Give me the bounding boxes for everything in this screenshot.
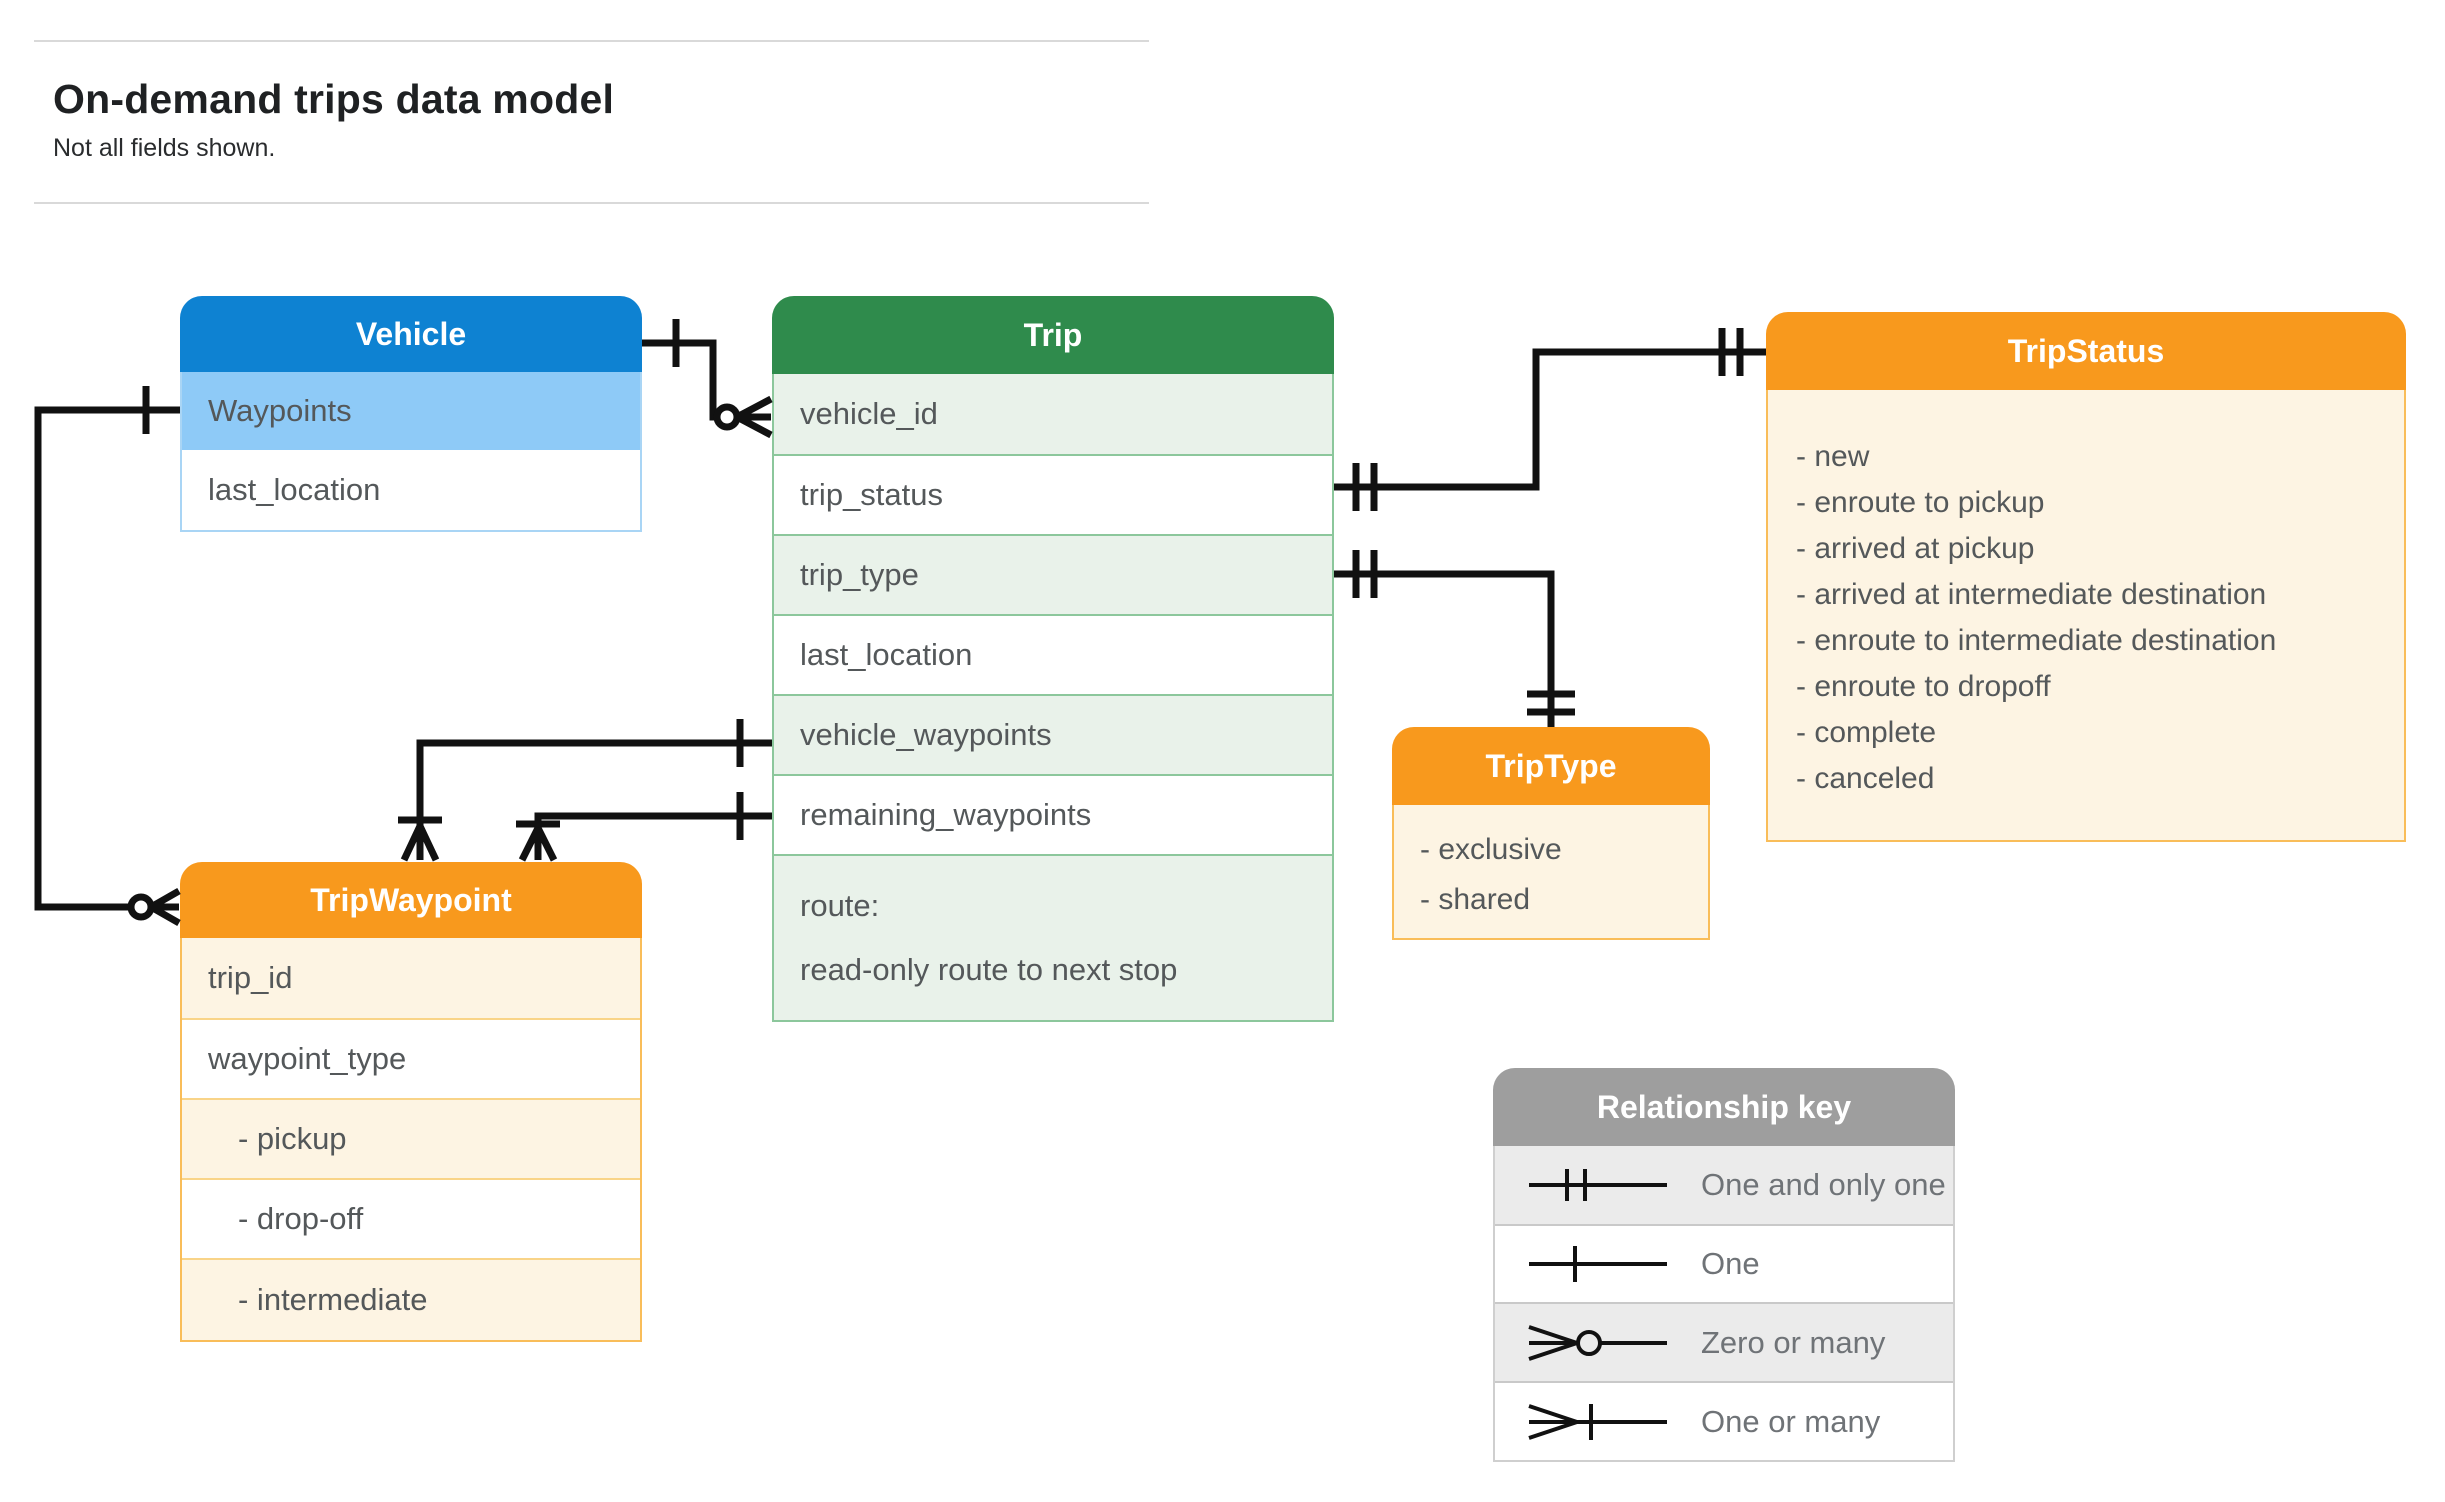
route-description: read-only route to next stop (800, 952, 1178, 987)
tripstatus-value: - arrived at pickup (1796, 532, 2035, 565)
value-row-drop-off: - drop-off (182, 1178, 640, 1258)
triptype-value: - exclusive (1420, 833, 1562, 866)
entity-trip: Trip vehicle_id trip_status trip_type la… (772, 296, 1334, 1022)
rel-trip-to-triptype (1334, 550, 1575, 727)
entity-tripstatus-body: - new - enroute to pickup - arrived at p… (1766, 390, 2406, 842)
triptype-value: - shared (1420, 883, 1531, 916)
field-row-trip-id: trip_id (182, 938, 640, 1018)
zero-or-many-symbol (1528, 1324, 1667, 1361)
field-row-trip-last-location: last_location (774, 614, 1332, 694)
tripstatus-value: - new (1796, 440, 1870, 473)
route-label: route: (800, 888, 880, 923)
field-row-vehicle-id: vehicle_id (774, 374, 1332, 454)
entity-trip-title: Trip (772, 296, 1334, 374)
field-row-waypoint-type: waypoint_type (182, 1018, 640, 1098)
legend-label: One and only one (1701, 1167, 1946, 1202)
rel-vehicle-to-trip (642, 319, 773, 439)
relationship-key: Relationship key One and only one One (1493, 1068, 1955, 1462)
tripstatus-value: - enroute to intermediate destination (1796, 624, 2277, 657)
bottom-rule (34, 202, 1149, 204)
entity-tripstatus: TripStatus - new - enroute to pickup - a… (1766, 312, 2406, 842)
entity-vehicle-body: Waypoints last_location (180, 372, 642, 532)
legend-row-one-and-only-one: One and only one (1495, 1146, 1953, 1224)
one-and-only-one-symbol (1529, 1169, 1667, 1201)
page-title: On-demand trips data model (53, 76, 615, 122)
rel-trip-remaining-waypoints-to-tripwaypoint (516, 792, 772, 862)
rel-trip-to-tripstatus (1334, 328, 1766, 511)
entity-tripwaypoint-body: trip_id waypoint_type - pickup - drop-of… (180, 938, 642, 1342)
entity-triptype-body: - exclusive - shared (1392, 805, 1710, 940)
field-row-vehicle-waypoints: vehicle_waypoints (774, 694, 1332, 774)
field-row-route: route: read-only route to next stop (774, 854, 1332, 1020)
field-row-waypoints: Waypoints (182, 372, 640, 450)
tripstatus-value: - arrived at intermediate destination (1796, 578, 2267, 611)
legend-label: One (1701, 1246, 1760, 1281)
relationship-key-title: Relationship key (1493, 1068, 1955, 1146)
field-row-trip-type: trip_type (774, 534, 1332, 614)
entity-tripwaypoint-title: TripWaypoint (180, 862, 642, 938)
entity-trip-body: vehicle_id trip_status trip_type last_lo… (772, 374, 1334, 1022)
page-subtitle: Not all fields shown. (53, 134, 276, 162)
top-rule (34, 40, 1149, 42)
one-symbol (1529, 1246, 1667, 1282)
tripstatus-value: - enroute to dropoff (1796, 670, 2051, 703)
tripstatus-value: - enroute to pickup (1796, 486, 2045, 519)
legend-row-one-or-many: One or many (1495, 1381, 1953, 1460)
entity-tripwaypoint: TripWaypoint trip_id waypoint_type - pic… (180, 862, 642, 1342)
tripstatus-value: - complete (1796, 716, 1937, 749)
legend-row-zero-or-many: Zero or many (1495, 1302, 1953, 1381)
entity-vehicle: Vehicle Waypoints last_location (180, 296, 642, 532)
relationship-key-body: One and only one One Zero or many (1493, 1146, 1955, 1462)
legend-label: Zero or many (1701, 1324, 1886, 1360)
entity-tripstatus-title: TripStatus (1766, 312, 2406, 390)
entity-triptype-title: TripType (1392, 727, 1710, 805)
tripstatus-value: - canceled (1796, 762, 1935, 795)
entity-triptype: TripType - exclusive - shared (1392, 727, 1710, 940)
legend-label: One or many (1701, 1403, 1881, 1439)
field-row-vehicle-last-location: last_location (182, 450, 640, 530)
one-or-many-symbol (1528, 1403, 1667, 1440)
entity-vehicle-title: Vehicle (180, 296, 642, 372)
field-row-trip-status: trip_status (774, 454, 1332, 534)
legend-row-one: One (1495, 1224, 1953, 1302)
rel-trip-vehicle-waypoints-to-tripwaypoint (398, 719, 772, 862)
field-row-remaining-waypoints: remaining_waypoints (774, 774, 1332, 854)
rel-vehicle-to-tripwaypoint (34, 386, 181, 927)
value-row-pickup: - pickup (182, 1098, 640, 1178)
value-row-intermediate: - intermediate (182, 1258, 640, 1340)
